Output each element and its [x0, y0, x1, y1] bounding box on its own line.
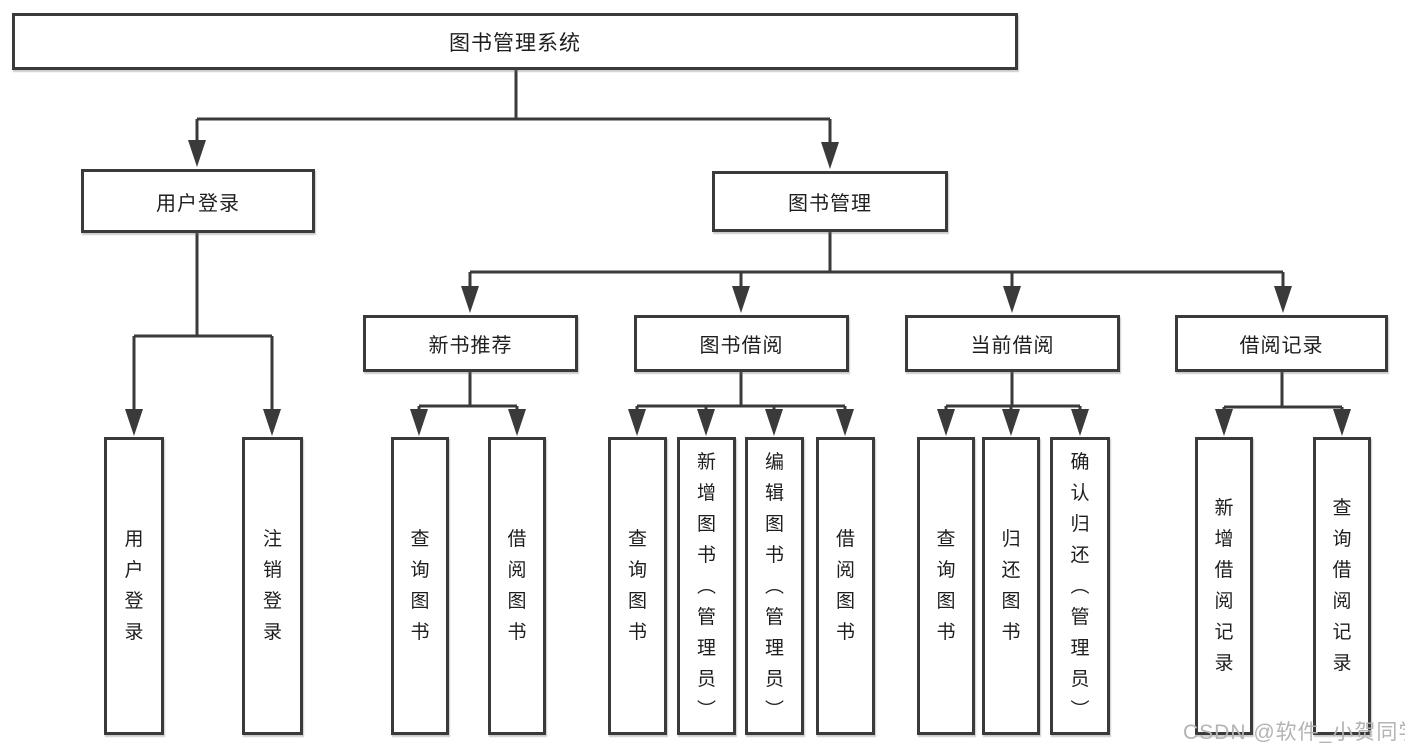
- node-borrowing-records: 借阅记录: [1175, 315, 1388, 372]
- node-user-login: 用户登录: [81, 169, 315, 233]
- leaf-edit-book-admin: 编 辑 图 书 ︵ 管 理 员 ︶: [745, 437, 804, 735]
- leaf-add-borrow-record: 新 增 借 阅 记 录: [1195, 437, 1253, 735]
- arrowheads: [125, 140, 1351, 436]
- leaf-logout: 注 销 登 录: [242, 437, 303, 735]
- leaf-borrow-books-recommend: 借 阅 图 书: [488, 437, 546, 735]
- node-new-book-recommendation: 新书推荐: [363, 315, 578, 372]
- leaf-return-books: 归 还 图 书: [982, 437, 1040, 735]
- node-library-management-system: 图书管理系统: [12, 13, 1018, 70]
- leaf-query-books-current: 查 询 图 书: [917, 437, 975, 735]
- leaf-borrow-books: 借 阅 图 书: [816, 437, 875, 735]
- leaf-query-borrow-record: 查 询 借 阅 记 录: [1313, 437, 1371, 735]
- node-book-borrowing: 图书借阅: [634, 315, 849, 372]
- leaf-query-books-recommend: 查 询 图 书: [391, 437, 449, 735]
- node-book-management: 图书管理: [712, 171, 948, 232]
- leaf-confirm-return-admin: 确 认 归 还 ︵ 管 理 员 ︶: [1050, 437, 1110, 735]
- leaf-user-login: 用 户 登 录: [104, 437, 164, 735]
- leaf-query-books-borrowing: 查 询 图 书: [608, 437, 667, 735]
- leaf-add-book-admin: 新 增 图 书 ︵ 管 理 员 ︶: [677, 437, 736, 735]
- csdn-watermark: CSDN @软件_小贺同学: [1183, 721, 1405, 744]
- node-current-borrowing: 当前借阅: [905, 315, 1120, 372]
